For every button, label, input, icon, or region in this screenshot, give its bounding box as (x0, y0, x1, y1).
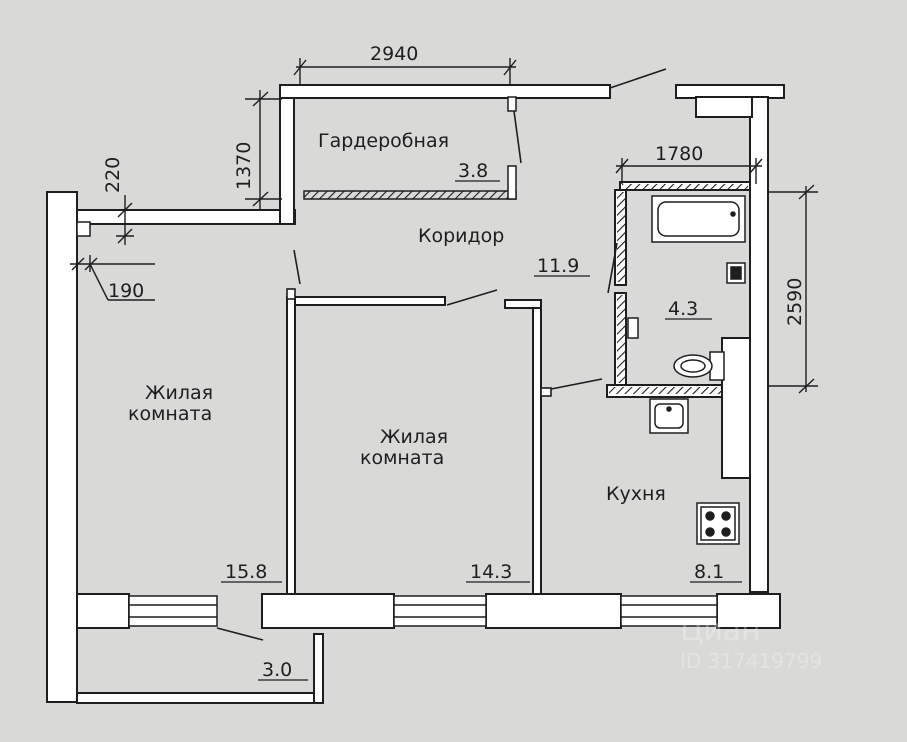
top-inner-wall (76, 209, 296, 225)
sink-icon (649, 398, 689, 434)
stove-icon (696, 502, 740, 545)
kitchen-area: 8.1 (694, 561, 724, 583)
window-living1 (128, 595, 218, 627)
washer-icon (726, 262, 746, 284)
watermark-brand: Циан (680, 613, 761, 648)
corridor-name: Коридор (418, 225, 504, 247)
wardrobe-left-wall (279, 96, 295, 225)
wardrobe-name: Гардеробная (318, 130, 449, 152)
living2-kitchen-wall (532, 306, 542, 595)
living2-name-line1: Жилая (380, 426, 448, 448)
watermark-id: ID 317419799 (680, 649, 822, 673)
living1-area: 15.8 (225, 561, 267, 583)
living1-corner-stub (76, 221, 91, 237)
kitchen-name: Кухня (606, 483, 666, 505)
living1-name-line2: комната (128, 403, 212, 425)
living-divider-wall (286, 296, 296, 595)
wardrobe-hatched-wall (303, 190, 517, 200)
living2-top-partition-right (504, 299, 542, 309)
door-wardrobe (513, 110, 522, 164)
bottom-wall-3 (485, 593, 622, 629)
wardrobe-area: 3.8 (458, 160, 488, 182)
bath-hatched-bottom (609, 387, 721, 394)
kitchen-partition (721, 337, 751, 479)
dim-1780-label: 1780 (655, 143, 703, 165)
wardrobe-top-stub (507, 96, 517, 112)
door-living2 (446, 289, 498, 306)
walls (46, 84, 785, 704)
dimension-lines (70, 58, 818, 394)
bath-hatched-left-lower (617, 295, 625, 383)
bathtub-icon (651, 195, 746, 243)
dim-190-label: 190 (108, 280, 144, 302)
door-kitchen-stub (540, 387, 552, 397)
bath-shelf-icon (627, 317, 639, 339)
door-bathroom (607, 242, 618, 294)
door-living1 (293, 249, 301, 285)
bottom-wall-2 (261, 593, 395, 629)
window-kitchen (620, 595, 718, 627)
living2-top-partition (294, 296, 446, 306)
window-living2 (393, 595, 487, 627)
door-living1-stub (286, 288, 296, 300)
bottom-wall-1 (76, 593, 130, 629)
door-balcony (216, 627, 264, 641)
dim-1370-label: 1370 (233, 142, 255, 190)
dim-2590-label: 2590 (784, 278, 806, 326)
toilet-icon (673, 351, 725, 381)
right-outer-wall (749, 96, 769, 593)
top-right-step (695, 96, 753, 118)
balcony-wall-right (313, 633, 324, 704)
corridor-area: 11.9 (537, 255, 579, 277)
balcony-area: 3.0 (262, 659, 292, 681)
wardrobe-right-stub (507, 165, 517, 200)
top-outer-wall-left (279, 84, 611, 99)
door-entrance (609, 68, 667, 89)
left-outer-wall (46, 191, 78, 703)
living2-name-line2: комната (360, 447, 444, 469)
bath-hatched-top (622, 184, 748, 189)
doors (216, 68, 667, 641)
dim-2940-label: 2940 (370, 43, 418, 65)
dim-220-label: 220 (102, 157, 124, 193)
windows (128, 595, 718, 627)
bath-hatched-left-upper (617, 192, 625, 282)
bathroom-area: 4.3 (668, 298, 698, 320)
balcony-wall-bottom (76, 692, 324, 704)
living1-name-line1: Жилая (145, 382, 213, 404)
living2-area: 14.3 (470, 561, 512, 583)
